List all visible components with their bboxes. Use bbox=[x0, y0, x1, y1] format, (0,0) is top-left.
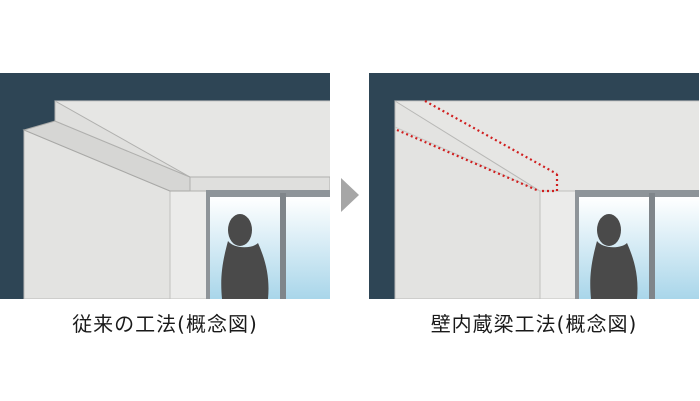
beam-outline-dotted bbox=[396, 100, 559, 193]
chevron-right-icon bbox=[341, 178, 359, 216]
window-pane-right bbox=[655, 197, 699, 299]
person-silhouette bbox=[221, 214, 269, 299]
side-wall bbox=[394, 100, 541, 299]
conventional-method-caption: 従来の工法(概念図) bbox=[72, 312, 258, 336]
conventional-method-illustration bbox=[0, 73, 330, 299]
conventional-room-svg bbox=[0, 73, 330, 299]
in-wall-beam-method-illustration bbox=[369, 73, 699, 299]
person-silhouette bbox=[590, 214, 638, 299]
in-wall-beam-method-caption: 壁内蔵梁工法(概念図) bbox=[430, 312, 638, 336]
window-pane-right bbox=[286, 197, 330, 299]
in-wall-beam-room-svg bbox=[369, 73, 699, 299]
